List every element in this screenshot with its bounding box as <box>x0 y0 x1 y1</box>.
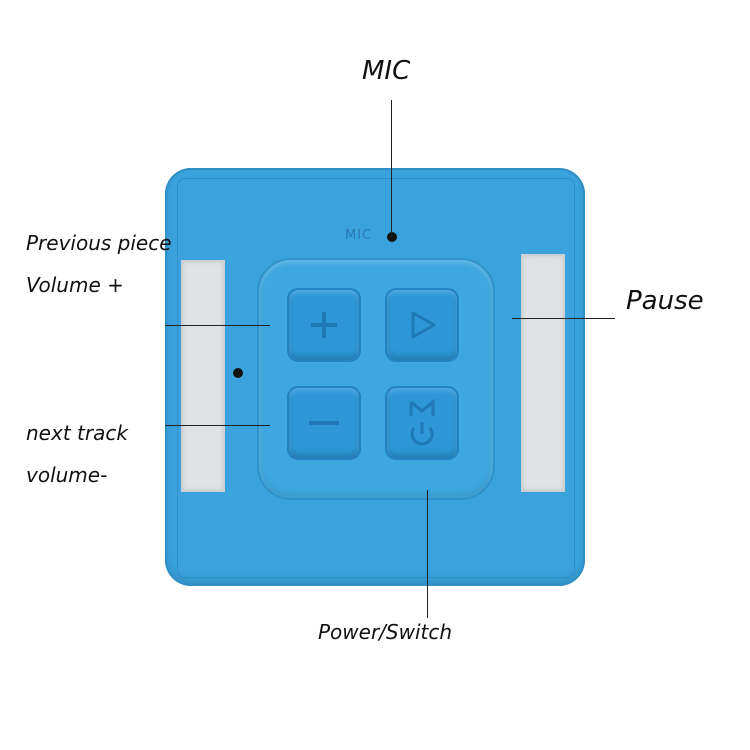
device-mic-label: MIC <box>345 228 373 243</box>
side-hole <box>233 368 243 378</box>
callout-pause: Pause <box>626 286 704 316</box>
callout-previous-piece: Previous piece <box>26 231 172 255</box>
play-icon <box>411 311 436 339</box>
speaker-device: MIC <box>165 168 585 586</box>
play-pause-button[interactable] <box>385 288 459 362</box>
mic-hole <box>387 232 397 242</box>
volume-up-button[interactable] <box>287 288 361 362</box>
mic-leader-line <box>391 100 392 237</box>
pause-leader-line <box>512 318 615 319</box>
volume-down-leader-line <box>165 425 270 426</box>
callout-next-track: next track <box>26 421 128 445</box>
callout-volume-minus: volume- <box>26 463 108 487</box>
power-leader-line <box>427 490 428 618</box>
device-inner-frame <box>177 178 575 578</box>
button-pad <box>257 258 495 500</box>
volume-down-button[interactable] <box>287 386 361 460</box>
mode-power-icon <box>409 398 435 446</box>
mode-power-button[interactable] <box>385 386 459 460</box>
minus-icon <box>309 421 339 425</box>
callout-mic: MIC <box>362 56 411 86</box>
callout-volume-plus: Volume + <box>26 273 124 297</box>
callout-power-switch: Power/Switch <box>318 620 453 644</box>
volume-up-leader-line <box>165 325 270 326</box>
plus-icon <box>311 312 337 338</box>
right-tape-strip <box>521 254 565 492</box>
left-tape-strip <box>181 260 225 492</box>
